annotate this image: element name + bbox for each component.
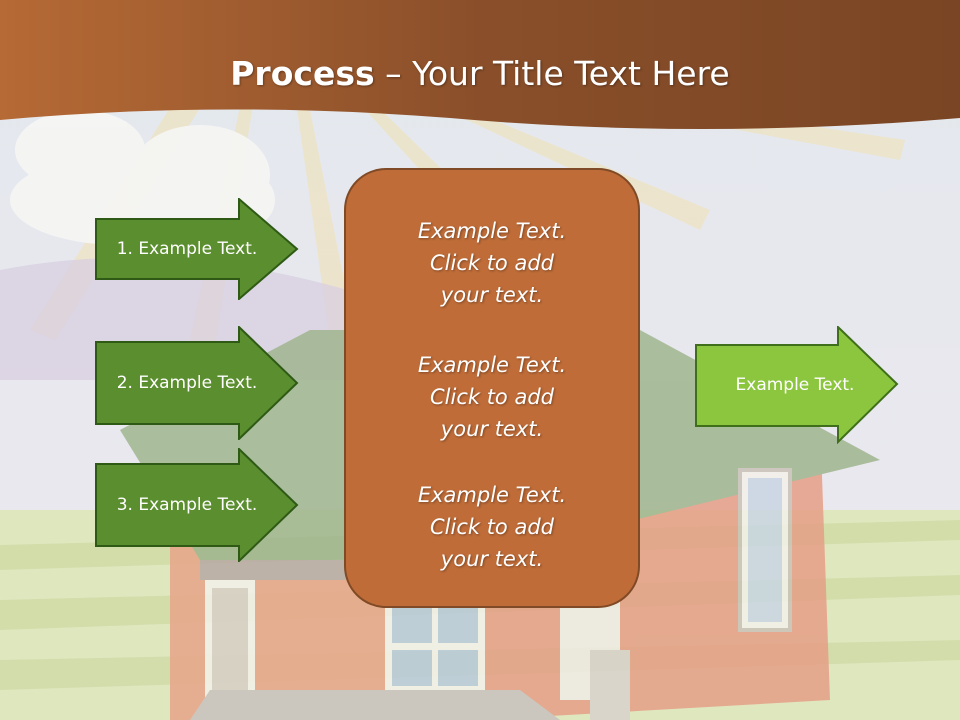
- center-line: Click to add: [429, 385, 554, 409]
- arrow-shape: [95, 448, 299, 562]
- slide-title-bold: Process: [230, 54, 375, 93]
- center-paragraph-1: Example Text. Click to add your text.: [346, 215, 638, 311]
- result-arrow[interactable]: Example Text.: [695, 326, 900, 444]
- process-step-label: 1. Example Text.: [116, 239, 258, 259]
- process-step-arrow-1[interactable]: 1. Example Text.: [95, 198, 300, 300]
- slide-title-text: – Your Title Text Here: [374, 54, 730, 93]
- center-line: your text.: [440, 547, 544, 571]
- center-line: Example Text.: [417, 483, 567, 507]
- center-text-box[interactable]: Example Text. Click to add your text. Ex…: [344, 168, 640, 608]
- center-line: your text.: [440, 417, 544, 441]
- center-paragraph-3: Example Text. Click to add your text.: [346, 479, 638, 575]
- arrow-shape: [95, 326, 299, 440]
- slide-title: Process – Your Title Text Here: [0, 52, 960, 96]
- center-line: Example Text.: [417, 353, 567, 377]
- process-step-label: 2. Example Text.: [116, 373, 258, 393]
- center-line: your text.: [440, 283, 544, 307]
- center-line: Click to add: [429, 515, 554, 539]
- center-paragraph-2: Example Text. Click to add your text.: [346, 349, 638, 445]
- arrow-shape: [695, 326, 899, 444]
- center-line: Example Text.: [417, 219, 567, 243]
- process-step-label: 3. Example Text.: [116, 495, 258, 515]
- arrow-shape: [95, 198, 299, 300]
- result-arrow-label: Example Text.: [735, 375, 855, 395]
- process-step-arrow-2[interactable]: 2. Example Text.: [95, 326, 300, 440]
- header-band: [0, 0, 960, 129]
- cloud: [10, 110, 275, 245]
- process-step-arrow-3[interactable]: 3. Example Text.: [95, 448, 300, 562]
- center-line: Click to add: [429, 251, 554, 275]
